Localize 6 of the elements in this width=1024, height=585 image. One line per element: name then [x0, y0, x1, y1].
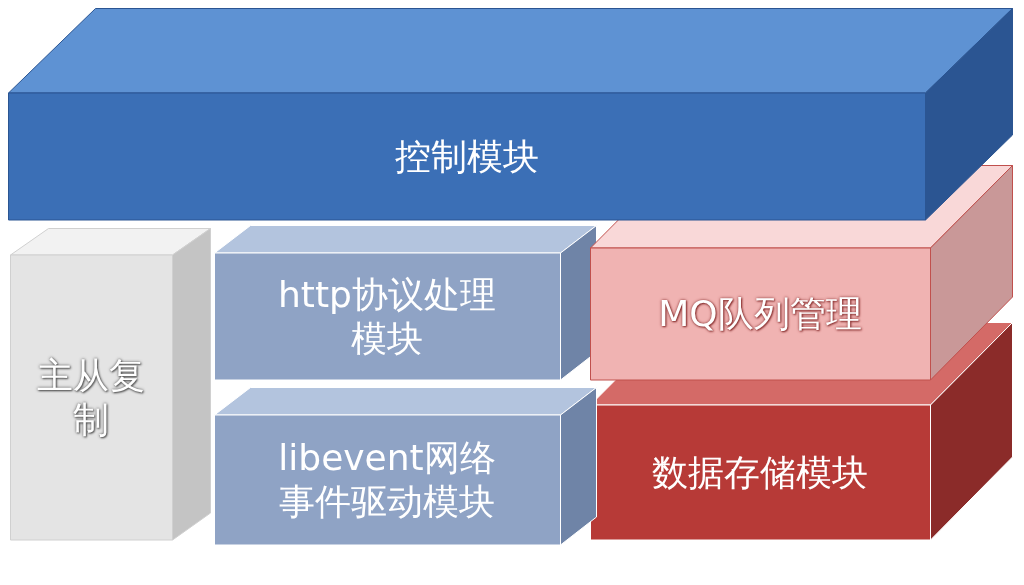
block-label: MQ队列管理: [658, 292, 862, 336]
block-label: 控制模块: [394, 134, 539, 179]
block-label: 数据存储模块: [652, 450, 868, 495]
block-label: http协议处理模块: [277, 272, 497, 361]
block-label: libevent网络事件驱动模块: [277, 436, 497, 524]
block-label: 主从复制: [36, 353, 146, 442]
